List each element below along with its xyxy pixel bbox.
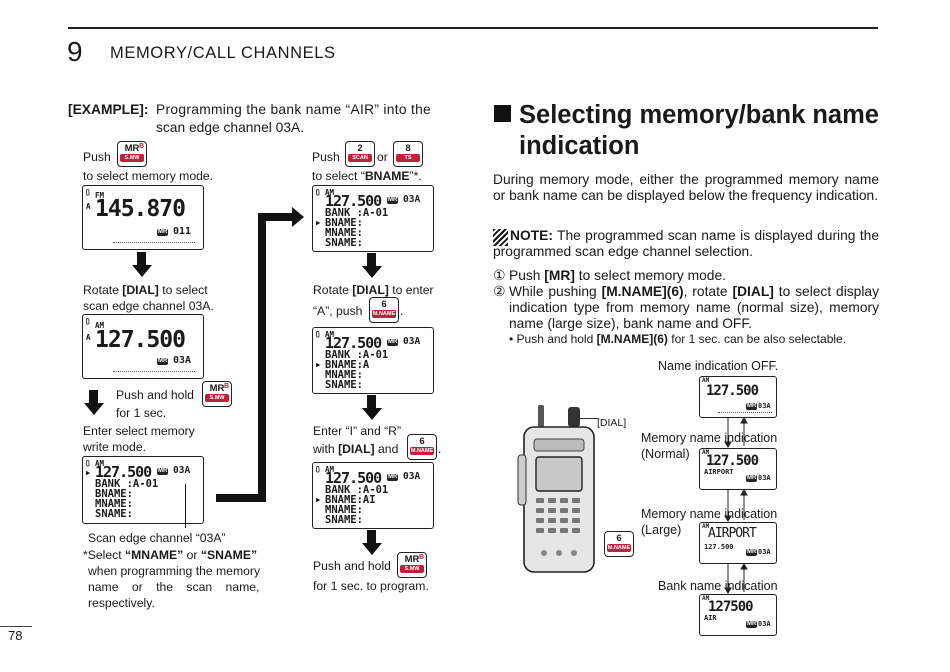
note-line3: name or the scan name, (88, 580, 260, 594)
note-paragraph: NOTE: The programmed scan name is displa… (493, 228, 880, 259)
label-off: Name indication OFF. (658, 359, 779, 373)
cycle-arrows (724, 417, 748, 594)
left-step3-line1: Push and hold (116, 388, 194, 402)
square-bullet-icon (494, 105, 511, 122)
dial-label: [DIAL] (597, 417, 627, 429)
step1-number: ① (493, 268, 506, 283)
step2-text: While pushing [M.NAME](6), rotate [DIAL]… (509, 284, 879, 331)
example-text-line1: Programming the bank name “AIR” into the (156, 102, 432, 117)
lcd-name-off: AM 127.500 MR 03A (699, 376, 777, 418)
lcd-display-6: ⩇ AM 127.500 MR 03A BANK :A-01 ▶ BNAME:A… (312, 462, 434, 529)
left-step1-push: Push (83, 150, 111, 164)
mid-step3-line2: with [DIAL] and (313, 442, 399, 456)
mid-step4-line1: Push and hold (313, 559, 391, 573)
note-line4: respectively. (88, 596, 155, 610)
label-normal-1: Memory name indication (641, 431, 778, 445)
note-line2: when programming the memory (88, 564, 261, 578)
step1-text: Push [MR] to select memory mode. (509, 268, 726, 283)
callout-text: Scan edge channel “03A” (88, 531, 226, 545)
mid-step4-line2: for 1 sec. to program. (313, 579, 429, 593)
lcd-display-2: ⩇ AM A 127.500 MR 03A (82, 314, 204, 379)
left-step2-line2: scan edge channel 03A. (83, 299, 214, 313)
arrow-down-2 (89, 390, 98, 404)
left-step1-after: to select memory mode. (83, 169, 214, 183)
radio-illustration (517, 405, 595, 573)
mid-step1-push: Push (312, 150, 340, 164)
antenna-icon: ⩇ (86, 188, 90, 197)
note-icon (493, 229, 508, 246)
mid-step1-line2: to select “BNAME”*. (312, 169, 422, 183)
example-label: [EXAMPLE]: (68, 102, 149, 117)
left-step3-line2: for 1 sec. (116, 406, 167, 420)
left-step2-line1: Rotate [DIAL] to select (83, 283, 208, 297)
callout-line (185, 484, 186, 528)
mid-step2-line1: Rotate [DIAL] to enter (313, 283, 434, 297)
section-title: Selecting memory/bank name (494, 100, 879, 130)
label-large-1: Memory name indication (641, 507, 778, 521)
lcd-mode: FM (95, 191, 105, 200)
lcd-display-4: ⩇ AM 127.500 MR 03A BANK :A-01 ▶ BNAME: … (312, 185, 434, 252)
connector-arrow (216, 494, 266, 502)
left-step3-line4: write mode. (83, 440, 146, 454)
label-normal-2: (Normal) (641, 447, 690, 461)
label-bank: Bank name indication (658, 579, 778, 593)
lcd-display-5: ⩇ AM 127.500 MR 03A BANK :A-01 ▶ BNAME:A… (312, 327, 434, 394)
mid-step2-line2: “A”, push (313, 304, 363, 318)
section-title-line2: indication (519, 132, 640, 160)
mid-step3-line1: Enter “I” and “R” (313, 424, 402, 438)
mid-step1-or: or (377, 150, 388, 164)
example-text-line2: scan edge channel 03A. (156, 120, 305, 135)
page-number: 78 (8, 628, 23, 643)
lcd-name-normal: AM 127.500 AIRPORT MR 03A (699, 448, 777, 490)
chapter-number: 9 (67, 36, 83, 67)
arrow-down-1 (137, 252, 146, 266)
chapter-title: MEMORY/CALL CHANNELS (110, 44, 336, 62)
arrow-down-3 (367, 253, 376, 267)
lcd-bank-name: AM 127500 AIR MR 03A (699, 594, 777, 636)
arrow-down-4 (367, 395, 376, 409)
lcd-display-3: ⩇ AM ▶ 127.500 MR 03A BANK :A-01 BNAME: … (82, 456, 204, 524)
note-line1: *Select “MNAME” or “SNAME” (83, 548, 258, 562)
step2-number: ② (493, 284, 506, 299)
mr-indicator: MR (157, 229, 169, 236)
lcd-frequency: 145.870 (95, 196, 186, 222)
arrow-down-5 (367, 530, 376, 544)
lcd-channel: 011 (173, 226, 192, 237)
intro-paragraph: During memory mode, either the programme… (493, 172, 879, 203)
left-step3-line3: Enter select memory (83, 424, 195, 438)
label-large-2: (Large) (641, 523, 682, 537)
bullet-text: • Push and hold [M.NAME](6) for 1 sec. c… (509, 332, 847, 346)
header-rule (68, 27, 878, 29)
lcd-frequency: 127.500 (95, 327, 186, 353)
lcd-name-large: AM AIRPORT 127.500 MR 03A (699, 522, 777, 564)
lcd-display-1: ⩇ FM A 145.870 MR 011 (82, 185, 204, 250)
